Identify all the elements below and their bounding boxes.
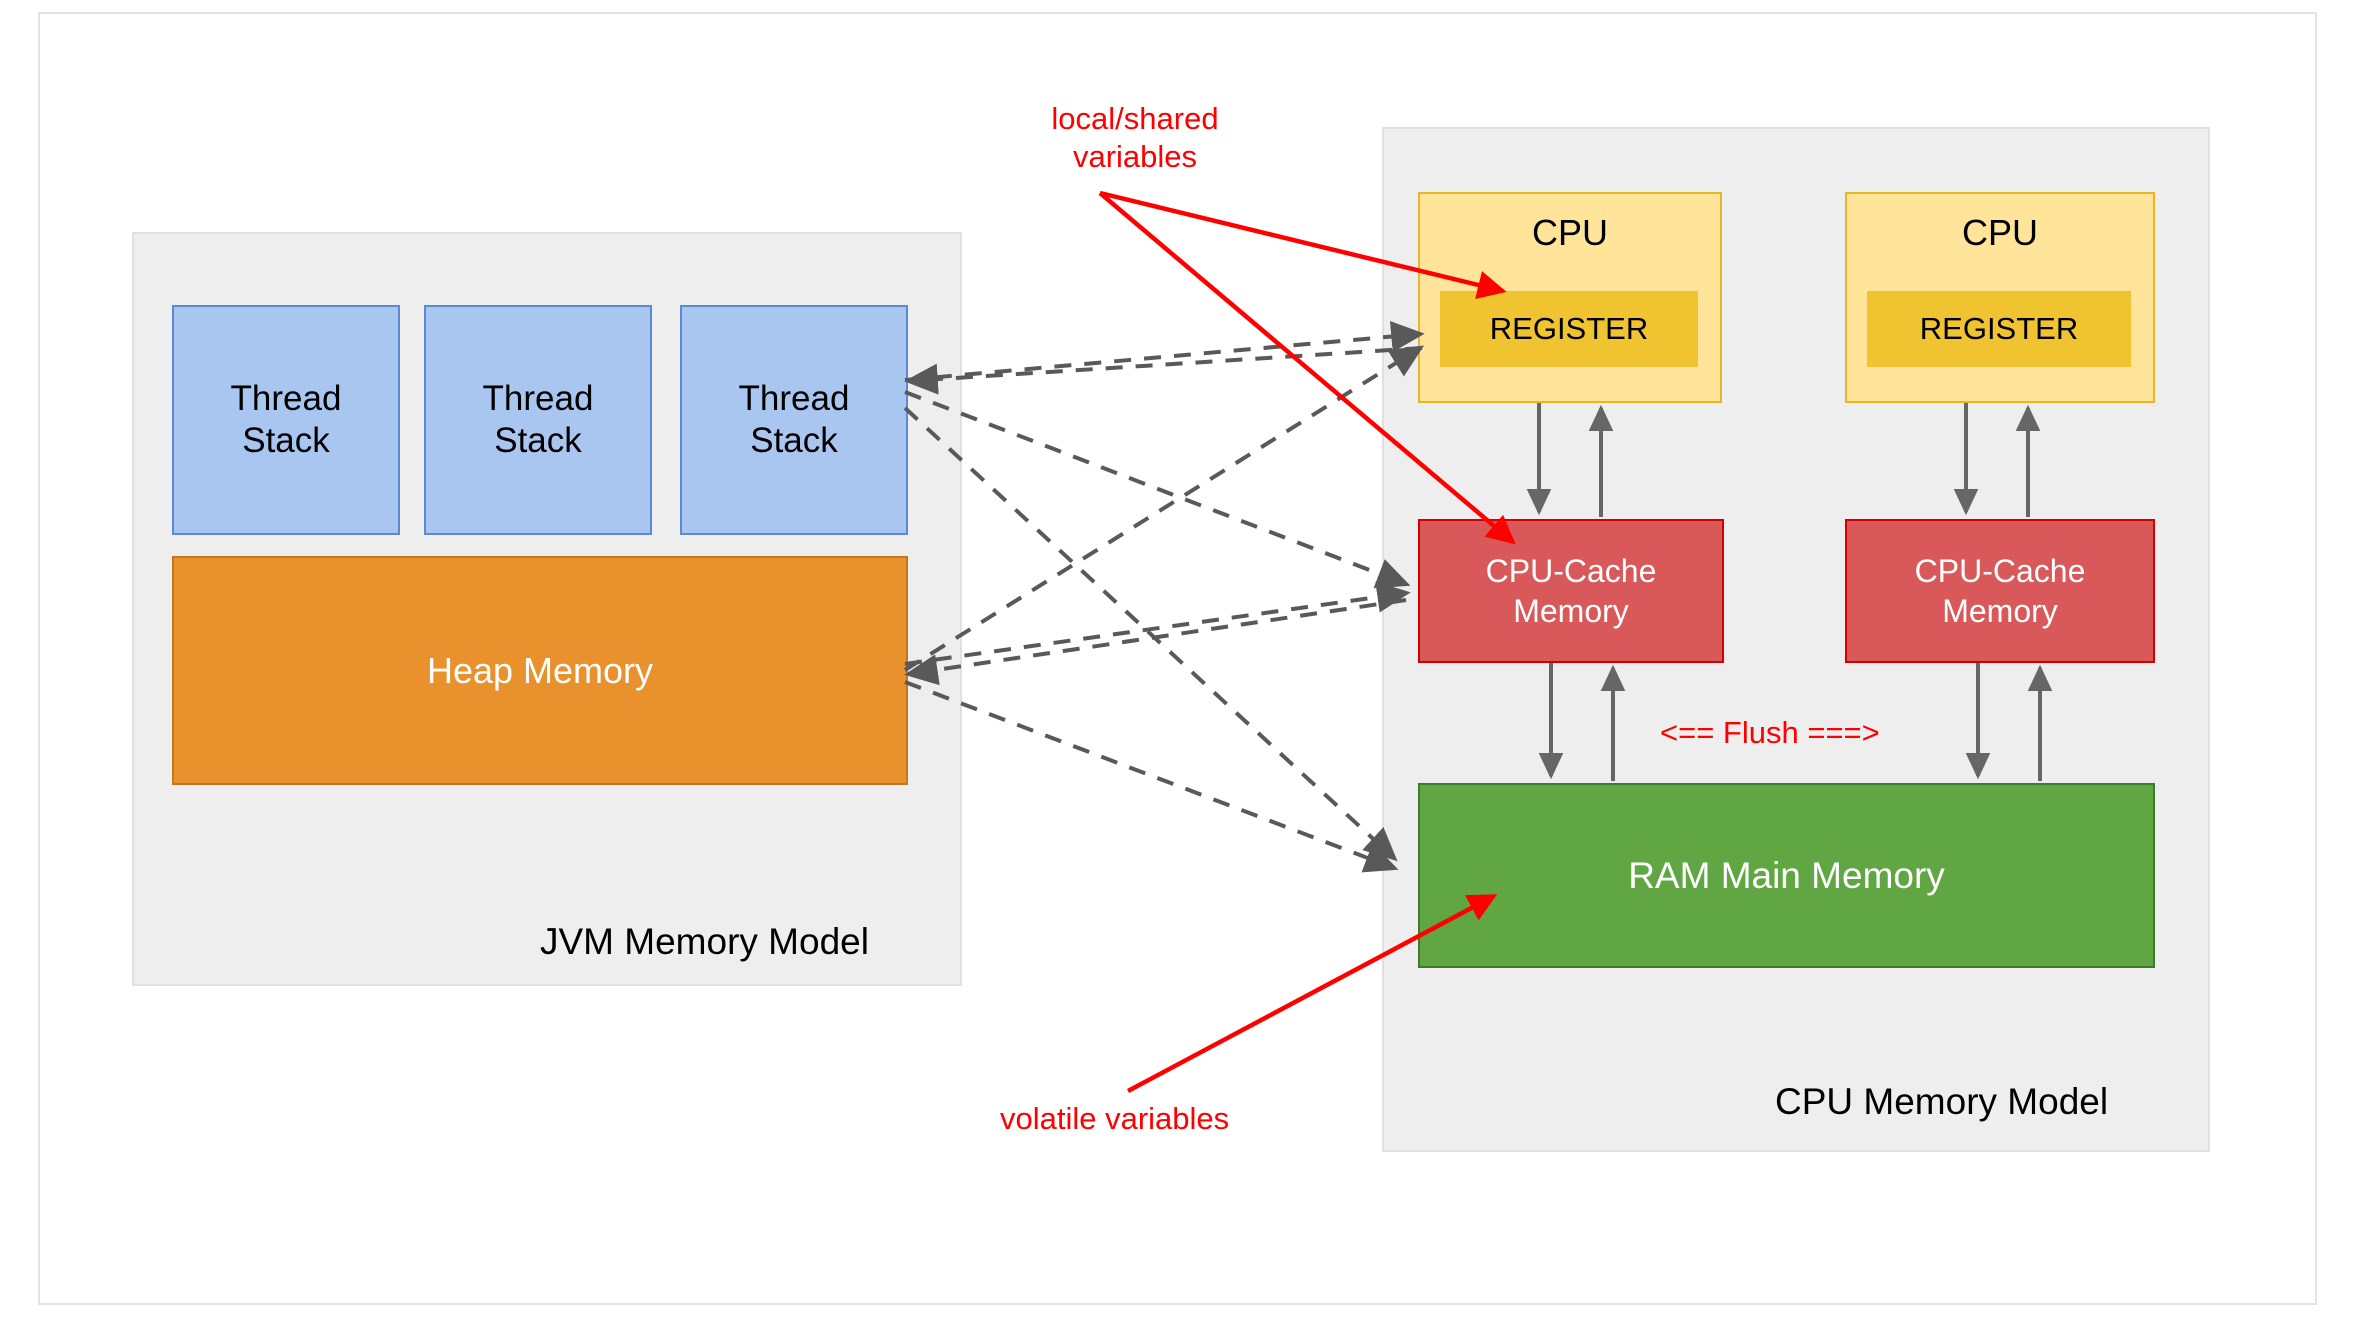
heap-memory-box[interactable]: Heap Memory xyxy=(172,556,908,785)
thread-stack-box-3[interactable]: Thread Stack xyxy=(680,305,908,535)
ram-main-memory-label: RAM Main Memory xyxy=(1628,854,1945,896)
register-label-1: REGISTER xyxy=(1489,311,1649,346)
volatile-variables-annotation: volatile variables xyxy=(1000,1101,1230,1136)
thread-stack-label-2: Thread Stack xyxy=(482,379,594,460)
cpu-cache-label-1: CPU-Cache Memory xyxy=(1485,553,1657,629)
thread-stack-box-2[interactable]: Thread Stack xyxy=(424,305,652,535)
cpu-cache-label-2: CPU-Cache Memory xyxy=(1914,553,2086,629)
cpu-label-1: CPU xyxy=(1531,212,1608,253)
jvm-memory-model-title: JVM Memory Model xyxy=(540,921,869,962)
ram-main-memory-box[interactable]: RAM Main Memory xyxy=(1418,783,2155,968)
cpu-label-2: CPU xyxy=(1961,212,2038,253)
heap-memory-label: Heap Memory xyxy=(426,649,654,691)
register-box-2[interactable]: REGISTER xyxy=(1867,291,2131,367)
cpu-cache-memory-box-2[interactable]: CPU-Cache Memory xyxy=(1845,519,2155,663)
cpu-cache-memory-box-1[interactable]: CPU-Cache Memory xyxy=(1418,519,1724,663)
local-shared-variables-annotation: local/shared variables xyxy=(1051,101,1219,174)
thread-stack-box-1[interactable]: Thread Stack xyxy=(172,305,400,535)
flush-annotation: <== Flush ===> xyxy=(1660,715,1880,750)
thread-stack-label-1: Thread Stack xyxy=(230,379,342,460)
register-label-2: REGISTER xyxy=(1919,311,2079,346)
register-box-1[interactable]: REGISTER xyxy=(1440,291,1698,367)
cpu-memory-model-title: CPU Memory Model xyxy=(1775,1081,2109,1122)
thread-stack-label-3: Thread Stack xyxy=(738,379,850,460)
